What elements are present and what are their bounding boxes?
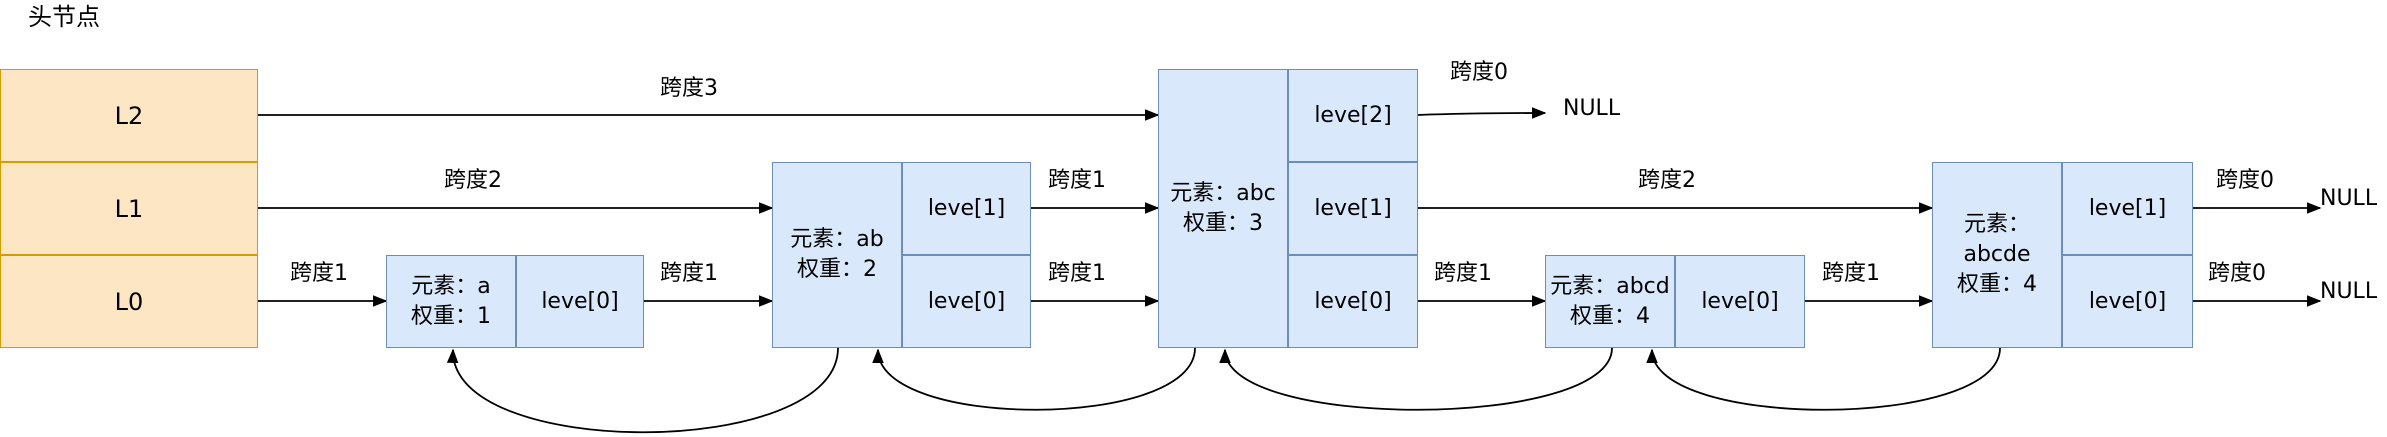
node-abcd-element: 元素：abcd <box>1550 273 1670 299</box>
head-level-l0: L0 <box>0 255 258 348</box>
node-a-element: 元素：a <box>411 273 491 299</box>
null-label-l2: NULL <box>1563 96 1621 121</box>
head-node-title: 头节点 <box>28 3 100 31</box>
backward-arrow-ab <box>446 347 839 434</box>
span-label-abcd-l0: 跨度1 <box>1822 261 1880 286</box>
node-abcde-info: 元素： abcde 权重：4 <box>1932 162 2062 348</box>
node-abcd-level-0: leve[0] <box>1675 255 1805 348</box>
arrow-abc-l2 <box>1417 107 1547 119</box>
node-ab-weight: 权重：2 <box>796 257 877 282</box>
node-abc-level-1: leve[1] <box>1288 162 1418 255</box>
node-ab-element: 元素：ab <box>790 227 884 252</box>
node-abcde-element: 元素： <box>1963 212 2030 237</box>
span-label-abc-l1: 跨度2 <box>1638 168 1696 193</box>
null-label-l1: NULL <box>2320 186 2378 211</box>
node-abcde-level-0: leve[0] <box>2062 255 2193 348</box>
span-label-abc-l2: 跨度0 <box>1450 60 1508 85</box>
node-a-weight: 权重：1 <box>411 303 491 329</box>
backward-arrow-abcd <box>1219 347 1613 411</box>
node-abcd-info: 元素：abcd 权重：4 <box>1545 255 1675 348</box>
span-label-abcde-l0: 跨度0 <box>2208 261 2266 286</box>
node-ab-info: 元素：ab 权重：2 <box>772 162 902 348</box>
span-label-head-l0: 跨度1 <box>290 261 348 286</box>
node-abcde-weight: 权重：4 <box>1957 272 2037 297</box>
span-label-abcde-l1: 跨度0 <box>2216 168 2274 193</box>
node-a-level-0: leve[0] <box>516 255 644 348</box>
node-a-info: 元素：a 权重：1 <box>386 255 516 348</box>
head-level-l1: L1 <box>0 162 258 255</box>
node-abc-weight: 权重：3 <box>1182 210 1263 236</box>
span-label-a-l0: 跨度1 <box>660 261 718 286</box>
node-abcde-level-1: leve[1] <box>2062 162 2193 255</box>
node-abc-element: 元素：abc <box>1170 180 1276 206</box>
span-label-ab-l0: 跨度1 <box>1048 261 1106 286</box>
node-ab-level-1: leve[1] <box>902 162 1031 255</box>
span-label-abc-l0: 跨度1 <box>1434 261 1492 286</box>
span-label-head-l1: 跨度2 <box>444 168 502 193</box>
span-label-head-l2: 跨度3 <box>660 76 718 101</box>
backward-arrow-abc <box>872 347 1196 411</box>
node-ab-level-0: leve[0] <box>902 255 1031 348</box>
node-abc-info: 元素：abc 权重：3 <box>1158 69 1288 348</box>
span-label-ab-l1: 跨度1 <box>1048 168 1106 193</box>
backward-arrow-abcde <box>1646 347 2001 411</box>
null-label-l0: NULL <box>2320 279 2378 304</box>
node-abcde-element-value: abcde <box>1963 242 2031 267</box>
head-level-l2: L2 <box>0 69 258 162</box>
node-abc-level-2: leve[2] <box>1288 69 1418 162</box>
node-abcd-weight: 权重：4 <box>1569 303 1650 329</box>
node-abc-level-0: leve[0] <box>1288 255 1418 348</box>
